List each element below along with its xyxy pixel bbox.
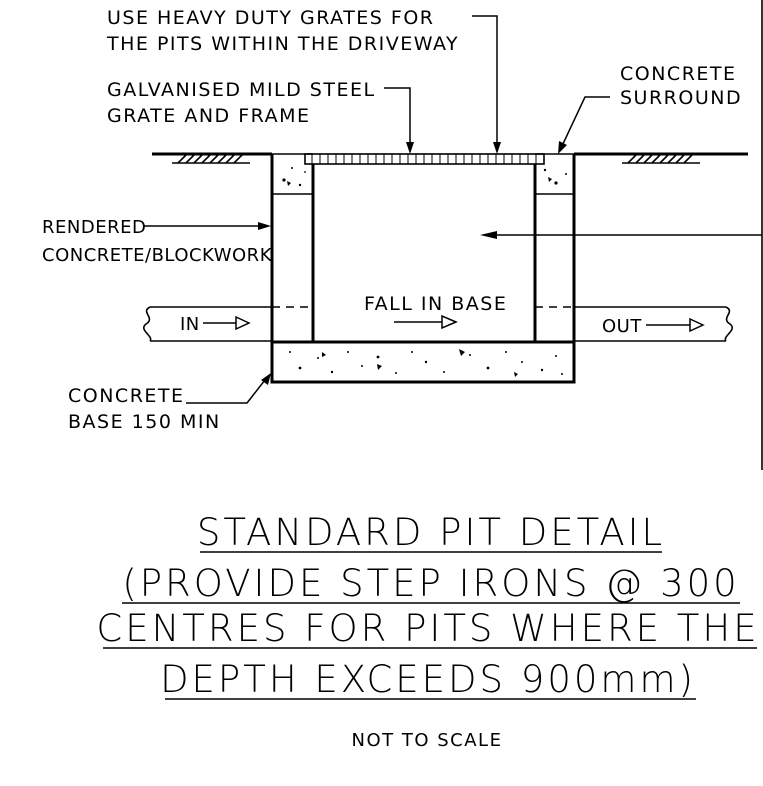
label-fall: FALL IN BASE (364, 293, 507, 315)
scale-note: NOT TO SCALE (352, 730, 503, 751)
leader-heavy-duty (472, 15, 501, 154)
title-line4: DEPTH EXCEEDS 900mm) (160, 658, 696, 701)
concrete-base (270, 340, 576, 384)
in-arrow (203, 315, 251, 331)
pit-walls (270, 153, 576, 382)
earth-hatch-right (622, 154, 700, 164)
leader-grate (384, 87, 414, 154)
title-block: STANDARD PIT DETAIL (PROVIDE STEP IRONS … (96, 511, 759, 701)
label-heavy-duty-line1: USE HEAVY DUTY GRATES FOR (107, 7, 435, 29)
label-surround-line1: CONCRETE (620, 63, 737, 85)
fall-arrow (394, 314, 458, 330)
leader-base (186, 373, 271, 404)
label-rendered-line1: RENDERED (42, 217, 146, 238)
outlet-pipe (535, 306, 733, 342)
inlet-pipe (143, 306, 313, 342)
out-arrow (646, 317, 705, 333)
earth-hatch-left (172, 154, 250, 164)
concrete-surround (282, 167, 567, 187)
label-grate-line2: GRATE AND FRAME (107, 105, 310, 127)
grate-and-frame (304, 153, 545, 165)
title-line2: (PROVIDE STEP IRONS @ 300 (122, 562, 739, 605)
section-arrow (480, 231, 762, 239)
label-rendered-line2: CONCRETE/BLOCKWORK (42, 245, 273, 266)
label-pipe-in: IN (180, 314, 200, 335)
leader-surround (558, 96, 610, 154)
label-pipe-out: OUT (602, 316, 642, 337)
label-base-line1: CONCRETE (68, 385, 185, 407)
title-line1: STANDARD PIT DETAIL (197, 511, 665, 554)
leader-rendered (144, 222, 271, 230)
label-surround-line2: SURROUND (620, 87, 742, 109)
title-line3: CENTRES FOR PITS WHERE THE (96, 607, 759, 650)
label-grate-line1: GALVANISED MILD STEEL (107, 79, 376, 101)
label-heavy-duty-line2: THE PITS WITHIN THE DRIVEWAY (106, 33, 459, 55)
label-base-line2: BASE 150 MIN (68, 411, 221, 433)
